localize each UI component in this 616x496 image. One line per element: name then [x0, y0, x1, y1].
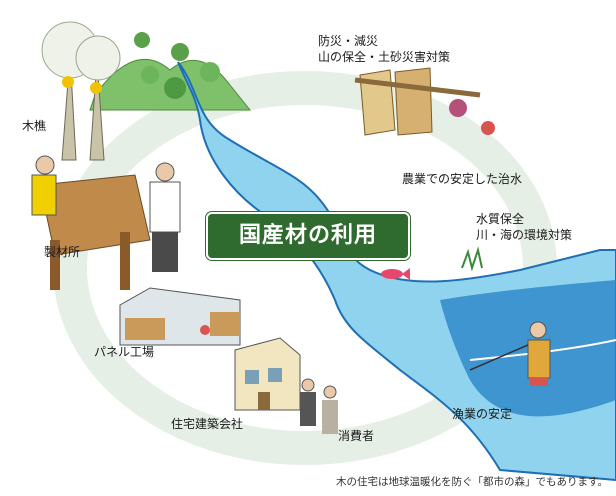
housing-illustration [234, 337, 338, 434]
label-housing-company: 住宅建築会社 [171, 417, 244, 431]
label-river-sea-environment: 川・海の環境対策 [476, 228, 573, 242]
disaster-prevention-illustration [354, 67, 495, 136]
label-mountain-conservation: 山の保全・土砂災害対策 [318, 50, 451, 64]
label-consumer: 消費者 [338, 429, 375, 443]
label-forestry: 木樵 [22, 119, 47, 133]
label-disaster-prevention: 防災・減災 [318, 34, 379, 48]
label-panel-factory: パネル工場 [94, 345, 155, 359]
label-water-quality: 水質保全 [476, 212, 525, 226]
center-title: 国産材の利用 [206, 212, 410, 260]
grass-icon [461, 246, 483, 272]
mountains [89, 32, 252, 111]
forestry-trees [41, 21, 121, 161]
fish-icon [381, 268, 410, 280]
footnote: 木の住宅は地球温暖化を防ぐ「都市の森」でもあります。 [336, 476, 608, 488]
fisherman-illustration [469, 321, 551, 386]
label-sawmill: 製材所 [44, 245, 81, 259]
label-agriculture: 農業での安定した治水 [402, 172, 523, 186]
panel-factory-illustration [119, 287, 241, 346]
sawmill-illustration [31, 155, 181, 290]
label-fishery: 漁業の安定 [452, 407, 513, 421]
